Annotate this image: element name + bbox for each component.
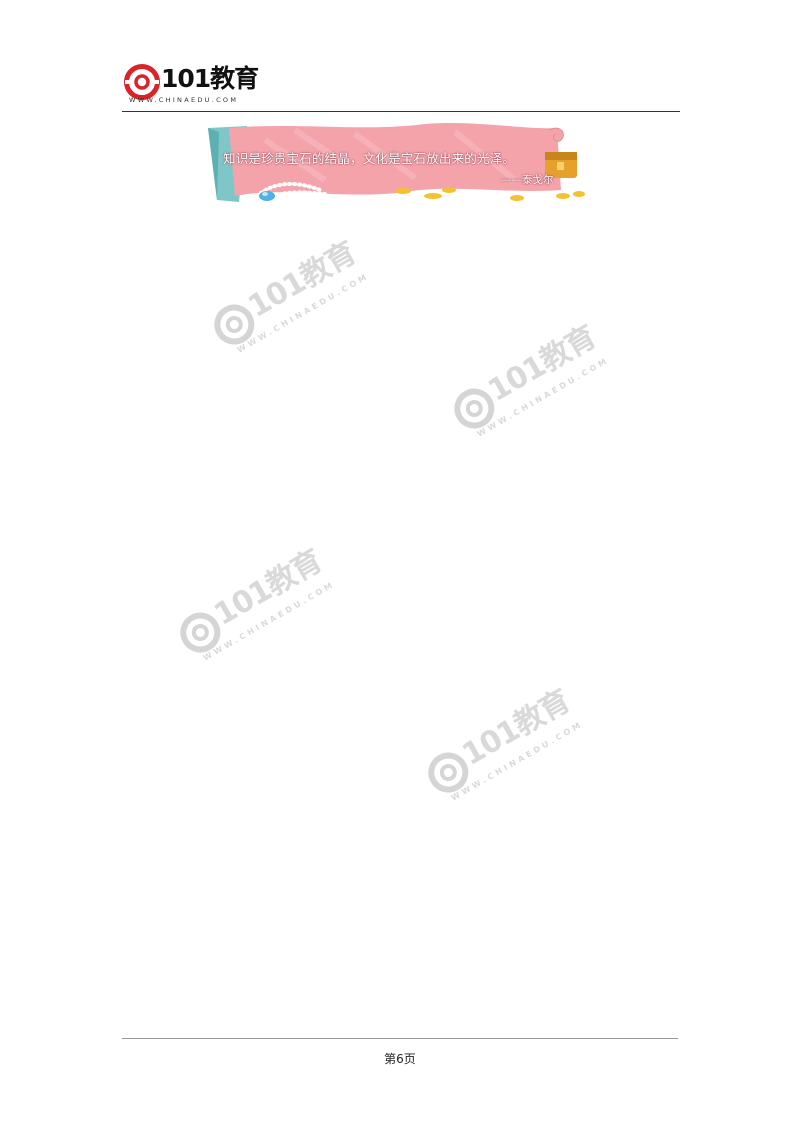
101-logo-icon — [428, 752, 469, 793]
101-logo-icon — [454, 388, 495, 429]
quote-banner: 知识是珍贵宝石的结晶，文化是宝石放出来的光泽。 ——泰戈尔 — [205, 120, 593, 210]
footer-divider — [122, 1038, 678, 1039]
header-divider — [122, 111, 680, 112]
banner-author: ——泰戈尔 — [501, 174, 554, 186]
logo-url: WWW.CHINAEDU.COM — [129, 96, 239, 104]
banner-quote: 知识是珍贵宝石的结晶，文化是宝石放出来的光泽。 — [223, 151, 516, 166]
watermark: 101教育 WWW.CHINAEDU.COM — [204, 227, 381, 364]
watermark: 101教育 WWW.CHINAEDU.COM — [170, 535, 347, 672]
ribbon-illustration — [208, 123, 585, 202]
101-logo-icon — [180, 612, 221, 653]
101-logo-icon — [214, 304, 255, 345]
logo-text: 101教育 — [161, 64, 259, 93]
101-logo-icon — [124, 64, 160, 100]
page-number: 第6页 — [384, 1052, 416, 1066]
header-logo: 101教育 WWW.CHINAEDU.COM — [124, 62, 274, 108]
watermark: 101教育 WWW.CHINAEDU.COM — [418, 675, 595, 812]
watermark: 101教育 WWW.CHINAEDU.COM — [444, 311, 621, 448]
